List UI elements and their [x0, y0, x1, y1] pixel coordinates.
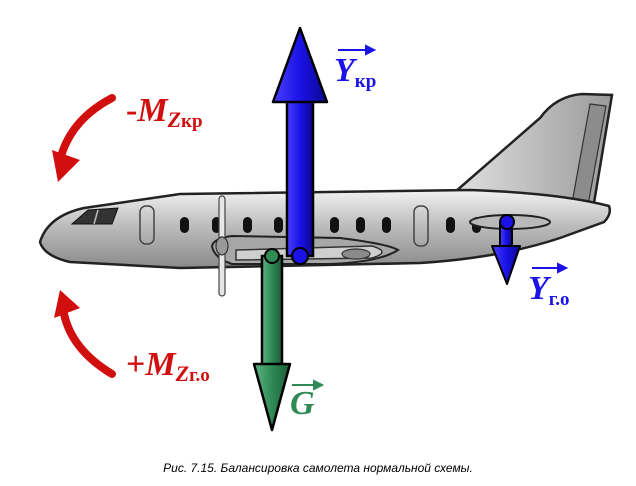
cockpit-window — [70, 207, 119, 225]
vector-arrow-g — [292, 379, 325, 391]
aircraft — [38, 92, 614, 297]
fuselage — [38, 188, 612, 270]
windshield-frame — [93, 209, 99, 225]
vertical-fin — [453, 92, 614, 217]
propeller — [215, 195, 229, 297]
door — [139, 205, 155, 245]
figure-caption: Рис. 7.15. Балансировка самолета нормаль… — [163, 461, 473, 475]
vector-arrow-y-tail — [532, 262, 569, 274]
gravity-arrow — [252, 248, 292, 432]
label-gravity: G — [290, 385, 315, 422]
moment-arrow-wing — [52, 94, 116, 182]
vector-arrow-y-wing — [338, 44, 377, 56]
tail-lift-arrow — [491, 214, 521, 285]
cabin-window — [274, 217, 283, 233]
nacelle-intake — [341, 248, 371, 260]
label-y-tail: Yг.о — [528, 270, 570, 310]
label-moment-tail: +MZг.о — [126, 346, 210, 386]
label-moment-wing: -MZкр — [126, 92, 203, 132]
cabin-window — [382, 217, 391, 233]
cabin-window — [243, 217, 252, 233]
cabin-windows — [180, 217, 481, 233]
cabin-window — [330, 217, 339, 233]
rear-door — [413, 205, 429, 247]
cabin-window — [180, 217, 189, 233]
label-y-wing: Yкр — [334, 52, 377, 92]
moment-arrow-tail — [54, 290, 116, 378]
wing-lift-arrow — [271, 26, 329, 265]
cabin-window — [356, 217, 365, 233]
cabin-window — [446, 217, 455, 233]
